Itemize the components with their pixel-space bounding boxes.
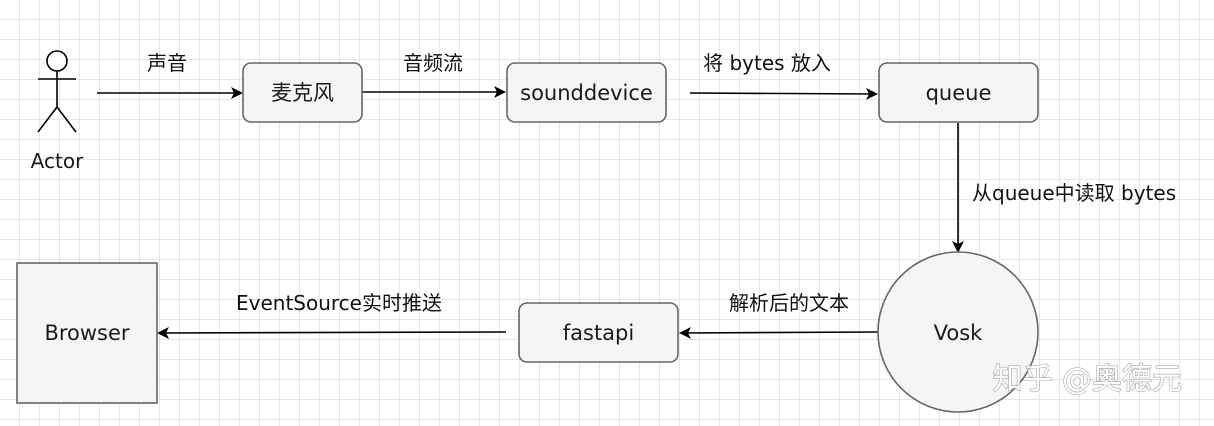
edge-label-put-bytes: 将 bytes 放入 <box>703 51 831 75</box>
node-vosk[interactable]: Vosk <box>877 251 1039 413</box>
node-vosk-label: Vosk <box>934 321 984 345</box>
node-fastapi[interactable]: fastapi <box>518 302 679 363</box>
actor-right-leg <box>56 106 77 133</box>
node-microphone[interactable]: 麦克风 <box>242 62 363 123</box>
edge-label-parsed-text: 解析后的文本 <box>729 291 849 315</box>
node-sounddevice-box <box>506 62 667 123</box>
actor-head <box>46 50 68 72</box>
node-microphone-box <box>242 62 363 123</box>
node-fastapi-box <box>518 302 679 363</box>
edge-fastapi-to-browser <box>157 326 507 339</box>
edge-sounddevice-to-queue <box>689 87 878 100</box>
node-browser-box <box>16 262 158 404</box>
node-queue-box <box>878 62 1039 123</box>
node-browser[interactable]: Browser <box>16 262 158 404</box>
node-microphone-label: 麦克风 <box>271 81 334 105</box>
node-sounddevice-label: sounddevice <box>520 81 653 105</box>
node-sounddevice[interactable]: sounddevice <box>506 62 667 123</box>
node-fastapi-label: fastapi <box>563 321 634 345</box>
actor-left-leg <box>37 106 58 133</box>
edge-vosk-to-fastapi <box>679 326 879 339</box>
edge-label-audio-stream: 音频流 <box>403 51 463 75</box>
edge-label-read-bytes: 从queue中读取 bytes <box>972 181 1176 205</box>
watermark-text: 知乎 @奥德元 <box>992 362 1182 397</box>
node-vosk-circle <box>877 251 1039 413</box>
edge-label-eventsource-push: EventSource实时推送 <box>236 291 442 315</box>
node-queue[interactable]: queue <box>878 62 1039 123</box>
actor-label: Actor <box>31 149 84 173</box>
edge-label-sound: 声音 <box>147 51 187 75</box>
actor-figure[interactable] <box>37 50 77 133</box>
node-browser-label: Browser <box>44 321 129 345</box>
node-queue-label: queue <box>926 81 992 105</box>
